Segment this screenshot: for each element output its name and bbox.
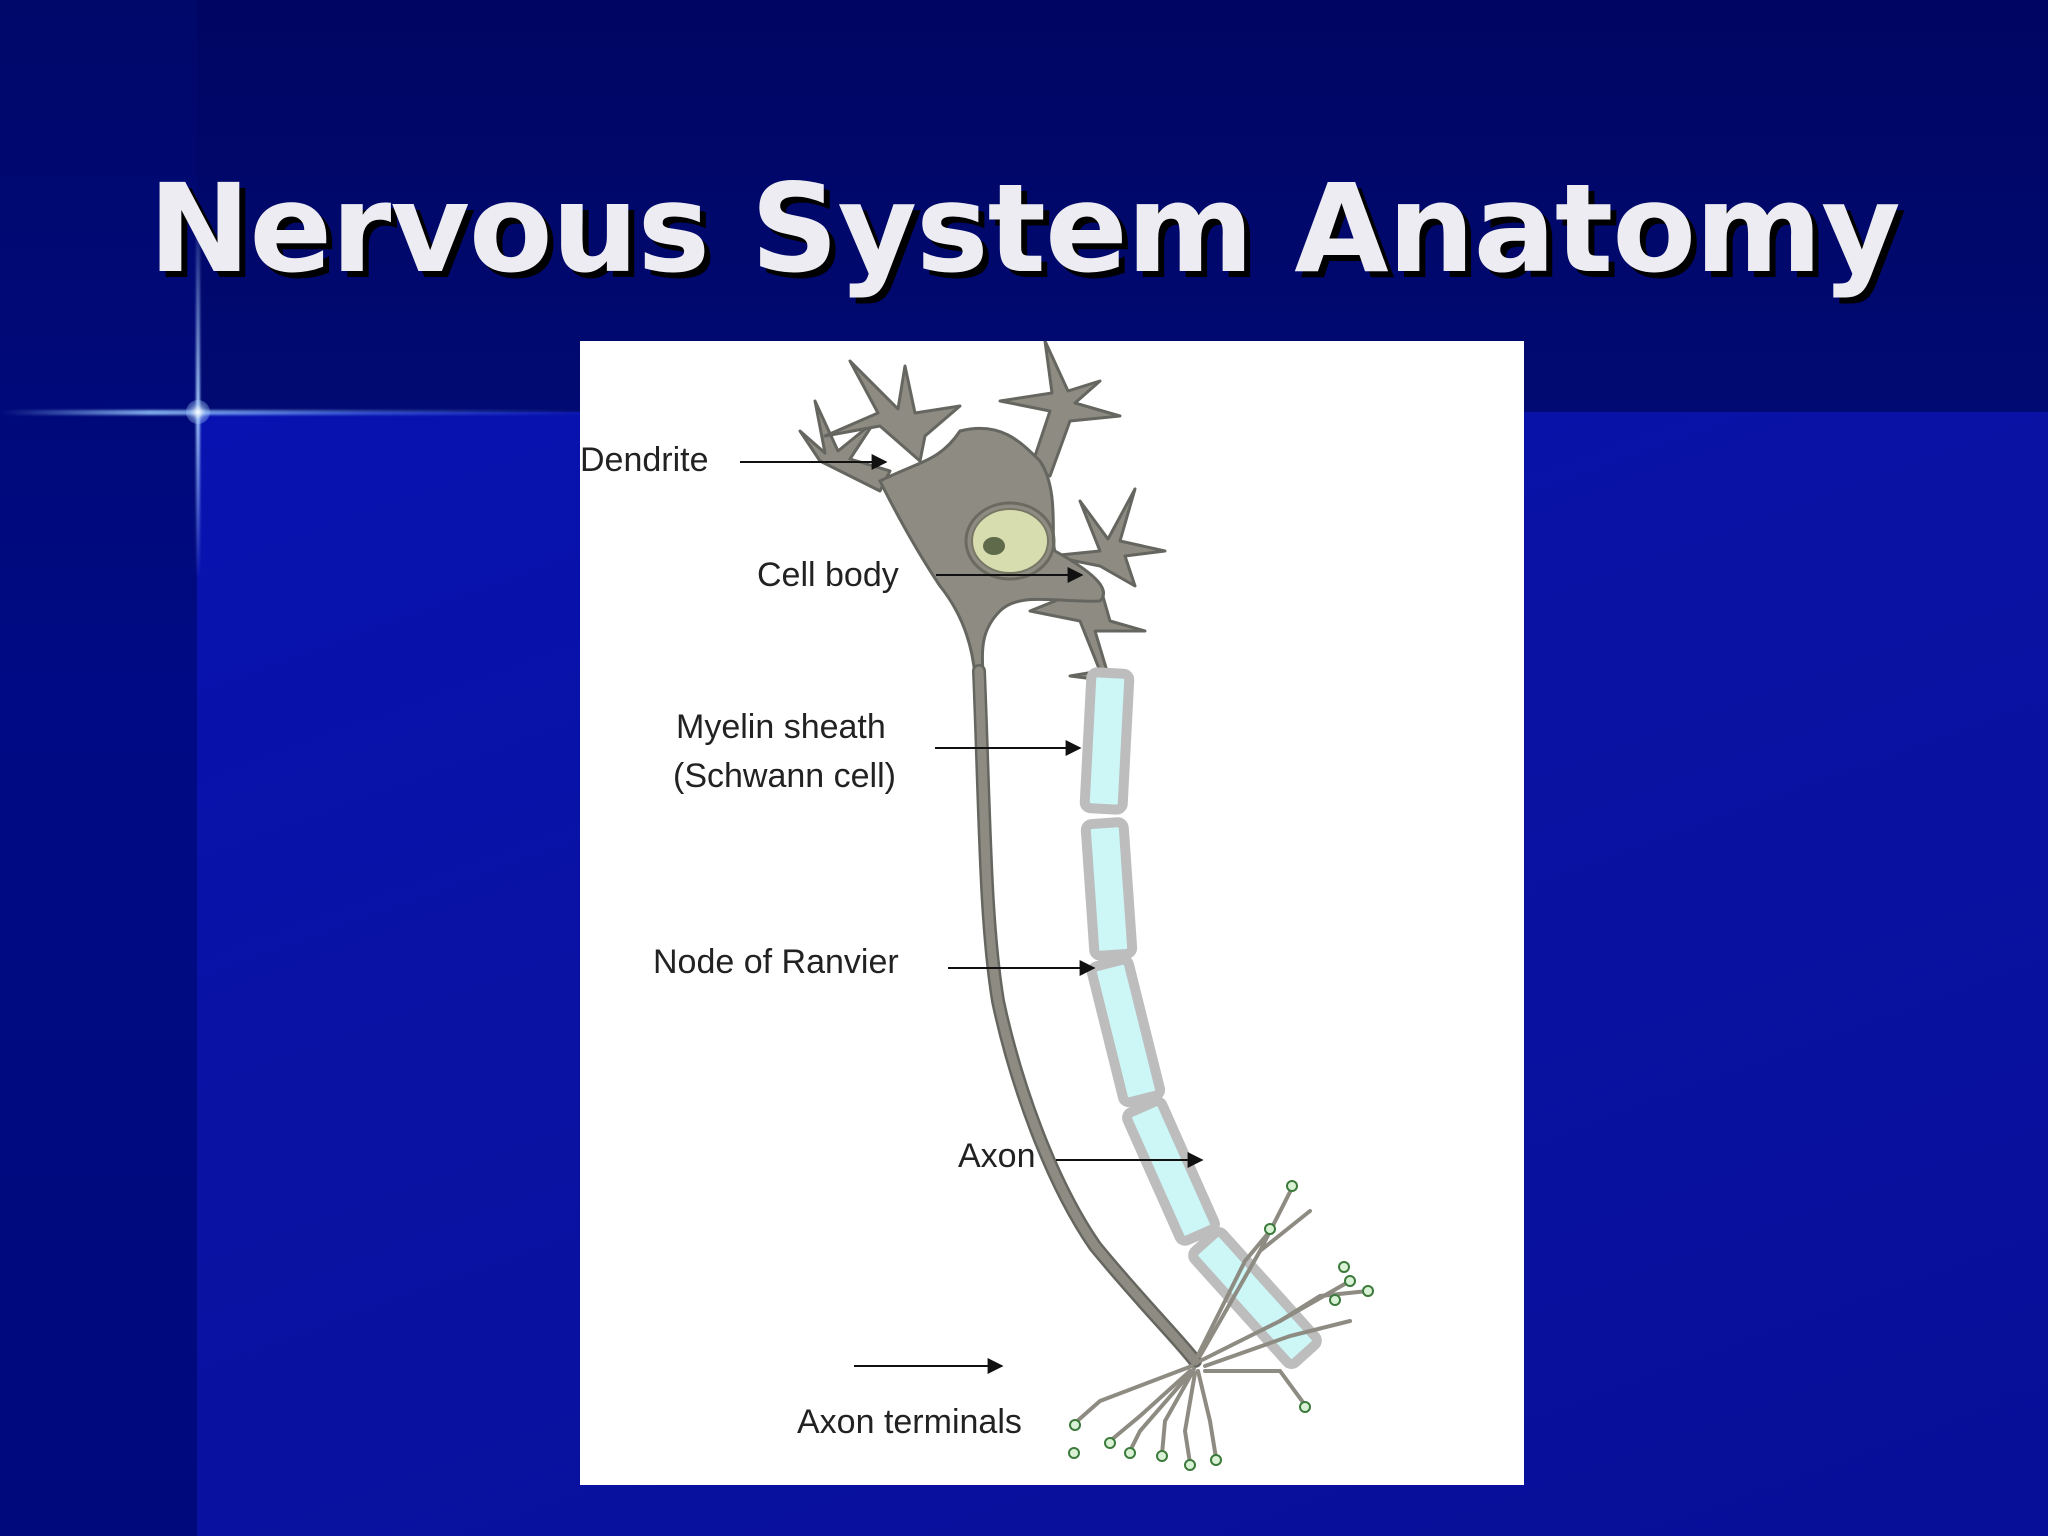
light-flare-horizontal	[0, 410, 600, 415]
neuron-diagram: Dendrite Cell body Myelin sheath (Schwan…	[580, 341, 1524, 1485]
nucleolus	[983, 537, 1005, 555]
label-node-of-ranvier: Node of Ranvier	[653, 943, 899, 981]
leader-lines	[740, 454, 1204, 1374]
label-dendrite: Dendrite	[580, 441, 709, 479]
label-schwann-cell: (Schwann cell)	[673, 757, 896, 795]
nucleus-inner	[971, 508, 1049, 574]
label-axon-terminals: Axon terminals	[797, 1403, 1022, 1441]
nucleus	[964, 501, 1056, 581]
axon-core	[974, 666, 1200, 1366]
axon-terminals	[1073, 1186, 1370, 1465]
neuron-diagram-svg: Dendrite Cell body Myelin sheath (Schwan…	[580, 341, 1374, 1471]
light-flare-vertical	[196, 200, 200, 580]
label-myelin-sheath: Myelin sheath	[676, 708, 886, 746]
slide-title: Nervous System Anatomy	[148, 158, 1900, 300]
light-flare-core	[186, 400, 210, 424]
myelin-sheath	[1079, 667, 1322, 1369]
dendrites	[798, 341, 1167, 683]
terminal-buttons	[1068, 1180, 1374, 1471]
label-cell-body: Cell body	[757, 556, 899, 594]
label-axon: Axon	[958, 1137, 1036, 1175]
background-left-panel	[0, 0, 197, 1536]
